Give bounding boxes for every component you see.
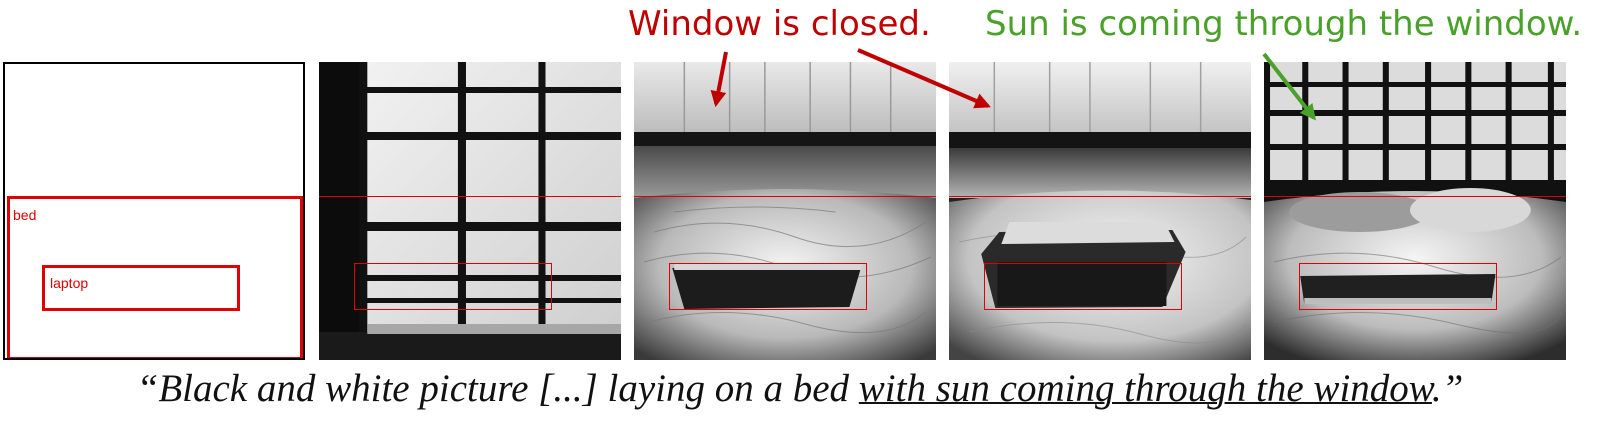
annotation-window-closed: Window is closed. [628, 4, 931, 44]
generated-image-window-closed-2 [949, 62, 1251, 360]
laptop-box-outline [669, 263, 867, 310]
bed-box-edge [634, 196, 936, 197]
caption-text-part1: Black and white picture [...] laying on … [158, 367, 859, 410]
laptop-box-outline [984, 263, 1182, 310]
bed-box-edge [1264, 196, 1566, 197]
bed-box-edge [319, 196, 621, 197]
laptop-box-label: laptop [50, 275, 89, 291]
generated-image-window-grid [319, 62, 621, 360]
bed-layout-box [7, 196, 303, 358]
bed-laptop-picture-1 [634, 62, 936, 360]
annotation-sun-through-window: Sun is coming through the window. [985, 4, 1583, 44]
layout-panel: bed laptop [3, 62, 305, 360]
window-grid-picture [319, 62, 621, 360]
bed-laptop-sunlit-picture [1264, 62, 1566, 360]
laptop-box-outline [354, 263, 552, 310]
caption-underlined-text: with sun coming through the window [858, 367, 1432, 410]
caption-close-quote: ” [1441, 367, 1464, 410]
laptop-box-outline [1299, 263, 1497, 310]
laptop-layout-box [42, 265, 240, 311]
bed-box-label: bed [13, 207, 37, 223]
caption-text-part2: . [1431, 367, 1442, 410]
bed-box-edge [949, 196, 1251, 197]
generated-image-window-closed-1 [634, 62, 936, 360]
figure-caption-prompt: “Black and white picture [...] laying on… [0, 364, 1600, 414]
bed-laptop-picture-2 [949, 62, 1251, 360]
caption-open-quote: “ [136, 367, 159, 410]
generated-image-sun-through-window [1264, 62, 1566, 360]
